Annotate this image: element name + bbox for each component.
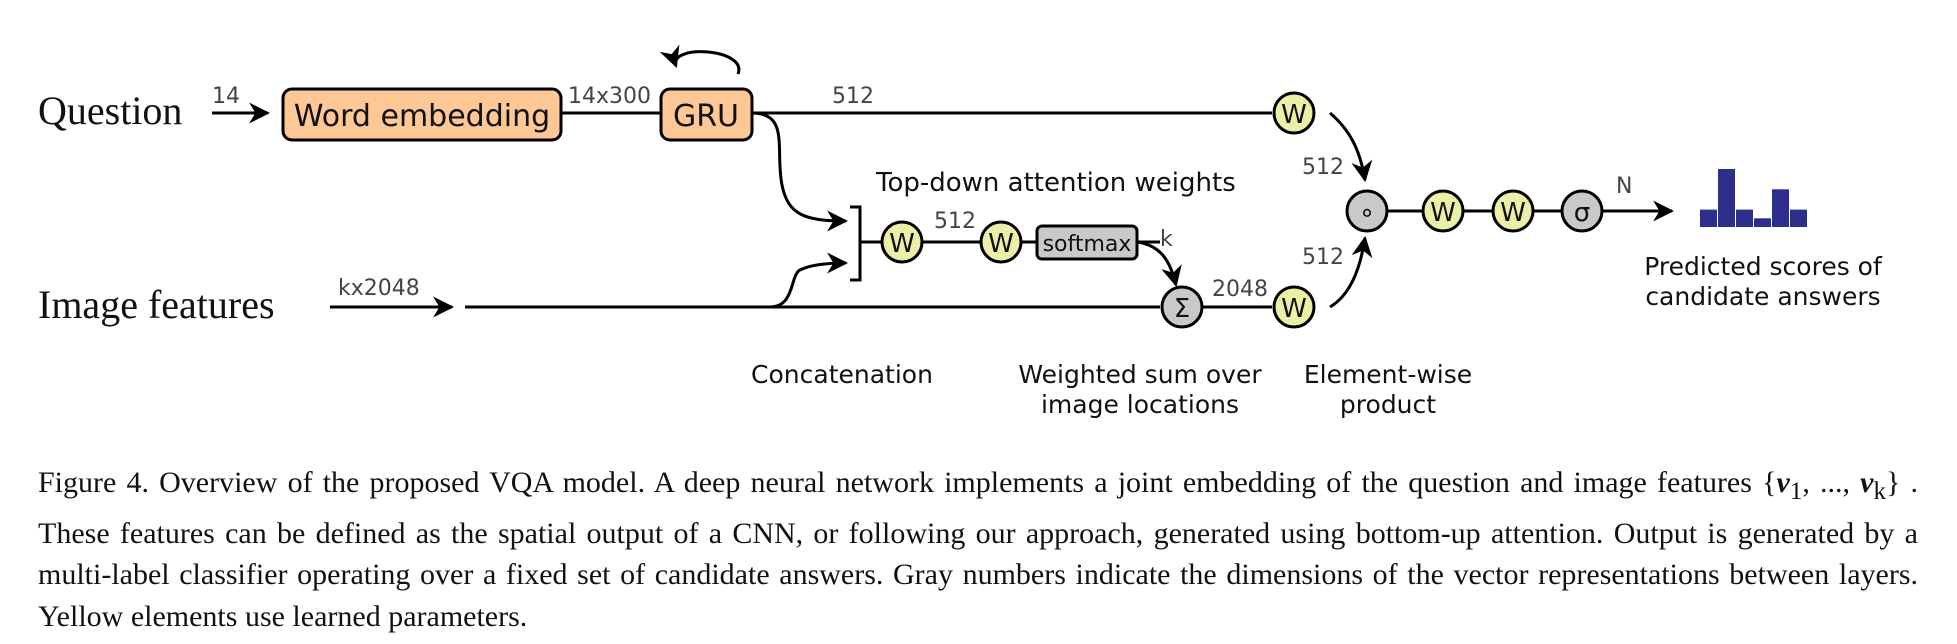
attention-label: Top-down attention weights	[875, 168, 1236, 198]
softmax-to-sum	[1136, 240, 1182, 288]
dim-embed: 14x300	[568, 84, 651, 109]
caption-text-2: . These features can be defined as the s…	[38, 466, 1919, 633]
w-image	[1272, 285, 1316, 329]
gru-to-concat	[751, 111, 849, 232]
score-bar	[1772, 189, 1789, 227]
figure-caption: Figure 4. Overview of the proposed VQA m…	[38, 462, 1918, 637]
scores-caption-2: candidate answers	[1645, 282, 1880, 311]
dim-attn-k: k	[1160, 227, 1173, 252]
sigmoid-label: σ	[1574, 198, 1590, 228]
score-bar	[1754, 218, 1771, 227]
dim-q-proj: 512	[1302, 155, 1344, 180]
word-embedding-label: Word embedding	[294, 99, 550, 134]
caption-v1: v	[1776, 466, 1790, 499]
w-classifier-1	[1421, 189, 1465, 233]
dim-output: N	[1616, 174, 1632, 199]
score-bar	[1736, 209, 1753, 227]
caption-subk: k	[1873, 478, 1886, 505]
caption-set-open: {	[1762, 466, 1777, 499]
caption-set-close: }	[1885, 466, 1901, 499]
w-classifier-1-label: W	[1430, 198, 1456, 228]
gru-recurrent-loop	[659, 44, 741, 75]
w-image-label: W	[1281, 294, 1307, 324]
concatenation-caption: Concatenation	[751, 360, 933, 389]
w-attn-2-label: W	[988, 229, 1014, 259]
dim-gru-out: 512	[832, 84, 874, 109]
predicted-scores-chart	[1700, 169, 1807, 227]
caption-sub1: 1	[1789, 478, 1803, 505]
caption-vk: v	[1860, 466, 1874, 499]
image-to-concat	[769, 252, 849, 309]
w-attn-1-label: W	[889, 229, 915, 259]
caption-text-1: Figure 4. Overview of the proposed VQA m…	[38, 466, 1752, 499]
dim-img-in: kx2048	[338, 276, 420, 301]
elementwise-caption-1: Element-wise	[1304, 360, 1472, 389]
score-bar	[1700, 209, 1717, 227]
dim-v-proj: 512	[1302, 245, 1344, 270]
w-image-to-product	[1329, 235, 1373, 309]
dim-attn-hidden: 512	[934, 209, 976, 234]
w-attn-1	[880, 220, 924, 264]
product-label: ∘	[1359, 198, 1375, 228]
weighted-sum-caption-2: image locations	[1041, 390, 1239, 419]
w-question	[1272, 91, 1316, 135]
image-features-label: Image features	[38, 282, 275, 327]
dim-weighted-sum: 2048	[1212, 277, 1268, 302]
dim-question-len: 14	[212, 84, 240, 109]
softmax-label: softmax	[1043, 232, 1132, 257]
w-attn-2	[979, 220, 1023, 264]
sum-label: Σ	[1174, 294, 1190, 324]
w-question-to-product	[1329, 111, 1373, 183]
caption-sep: , ...,	[1802, 466, 1861, 499]
weighted-sum-caption-1: Weighted sum over	[1018, 360, 1262, 389]
score-bar	[1718, 169, 1735, 227]
scores-caption-1: Predicted scores of	[1644, 252, 1883, 281]
w-question-label: W	[1281, 100, 1307, 130]
w-classifier-2-label: W	[1500, 198, 1526, 228]
gru-label: GRU	[673, 99, 739, 134]
w-classifier-2	[1491, 189, 1535, 233]
concat-bracket	[850, 205, 862, 282]
vqa-model-diagram: Question Image features 14 Word embeddin…	[38, 44, 1883, 419]
question-label: Question	[38, 88, 182, 133]
elementwise-caption-2: product	[1340, 390, 1436, 419]
score-bar	[1790, 209, 1807, 227]
